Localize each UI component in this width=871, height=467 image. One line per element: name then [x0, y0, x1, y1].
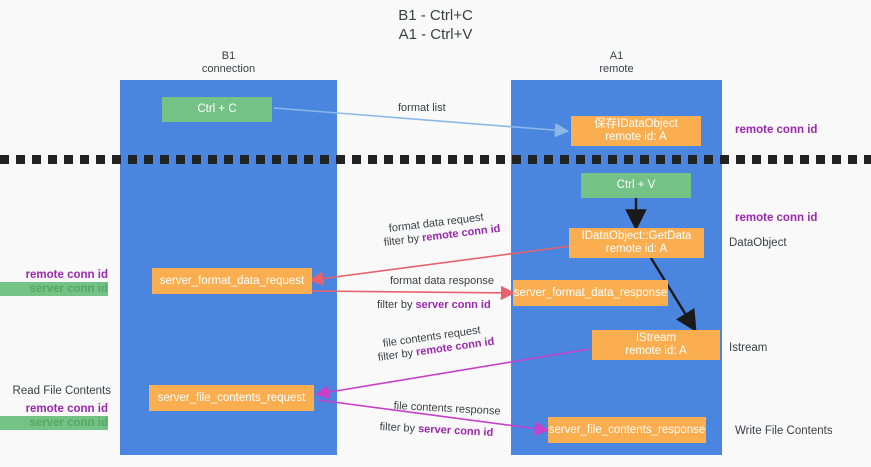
- annotation-istream: Istream: [729, 342, 768, 354]
- filter-prefix-2: filter by: [377, 299, 416, 311]
- arrow-format-data-response: [311, 285, 516, 301]
- edge-label-file-contents-response-filter: filter by server conn id: [379, 420, 493, 440]
- box-server-file-contents-request[interactable]: server_file_contents_request: [149, 385, 314, 411]
- annotation-left-server-conn-id-2: server conn id: [0, 416, 108, 430]
- box-server-format-data-request[interactable]: server_format_data_request: [152, 268, 312, 294]
- edge-label-format-data-response: format data response: [390, 275, 494, 287]
- filter-prefix-3: filter by: [377, 346, 417, 364]
- annotation-left-server-conn-id: server conn id: [0, 282, 108, 296]
- annotation-read-file-contents: Read File Contents: [12, 385, 111, 397]
- column-header-b1: B1 connection: [201, 50, 256, 75]
- box-save-idataobject[interactable]: 保存IDataObject remote id: A: [571, 116, 701, 146]
- box-ctrl-c[interactable]: Ctrl + C: [162, 97, 272, 122]
- annotation-left-remote-conn-id-2: remote conn id: [25, 403, 108, 415]
- filter-key-server-conn-id-1: server conn id: [415, 299, 491, 311]
- box-ctrl-v[interactable]: Ctrl + V: [581, 173, 691, 198]
- box-server-file-contents-response[interactable]: server_file_contents_response: [548, 417, 706, 443]
- edge-label-format-data-response-filter: filter by server conn id: [377, 298, 491, 312]
- box-istream[interactable]: IStream remote id: A: [592, 330, 720, 360]
- filter-key-server-conn-id-2: server conn id: [417, 423, 494, 439]
- annotation-dataobject: DataObject: [729, 237, 787, 249]
- annotation-write-file-contents: Write File Contents: [735, 425, 833, 437]
- annotation-remote-conn-id-top: remote conn id: [735, 124, 818, 136]
- annotation-remote-conn-id-mid: remote conn id: [735, 212, 818, 224]
- filter-prefix-1: filter by: [383, 232, 423, 249]
- box-idataobject-getdata[interactable]: IDataObject::GetData remote id: A: [569, 228, 704, 258]
- column-header-a1: A1 remote: [599, 50, 634, 75]
- annotation-left-remote-conn-id: remote conn id: [25, 269, 108, 281]
- filter-prefix-4: filter by: [379, 420, 419, 435]
- page-title: B1 - Ctrl+C A1 - Ctrl+V: [398, 7, 473, 43]
- edge-label-format-list: format list: [398, 102, 446, 114]
- box-server-format-data-response[interactable]: server_format_data_response: [513, 280, 668, 306]
- phase-divider: [0, 155, 871, 164]
- edge-label-file-contents-response: file contents response: [393, 399, 501, 418]
